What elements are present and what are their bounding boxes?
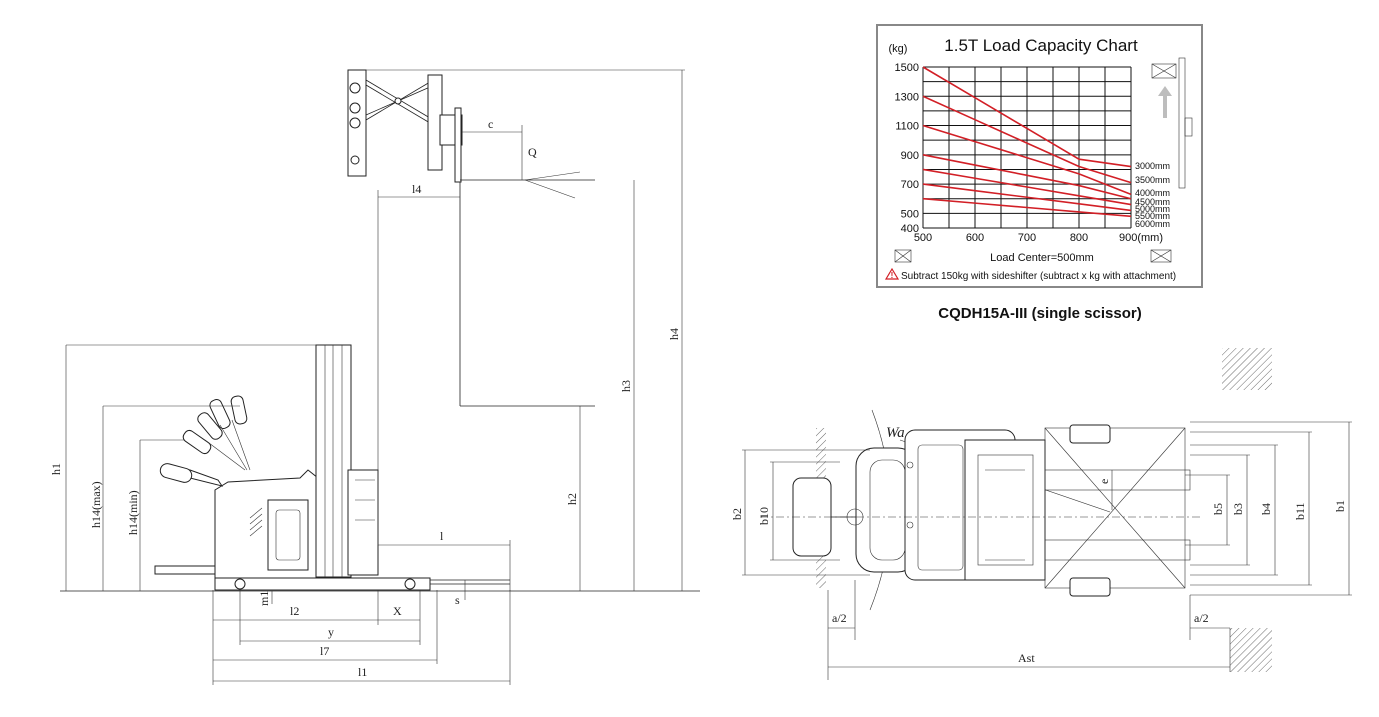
chart-grid xyxy=(922,66,1132,229)
dim-h4: h4 xyxy=(667,328,681,340)
dim-h14-max: h14(max) xyxy=(89,481,103,528)
chassis-panel xyxy=(267,499,309,571)
series-label: 5500mm xyxy=(1135,211,1170,221)
dim-l4: l4 xyxy=(412,182,421,196)
chart-xlabel: Load Center=500mm xyxy=(990,252,1094,264)
dim-m1: m1 xyxy=(257,591,271,606)
series-label: 5000mm xyxy=(1135,204,1170,214)
y-tick-label: 900 xyxy=(901,150,919,162)
warning-icon: ! xyxy=(884,267,900,280)
series-label: 4000mm xyxy=(1135,188,1170,198)
drive-wheel xyxy=(234,578,246,590)
x-tick-label: 500 xyxy=(914,232,932,244)
y-tick-label: 1500 xyxy=(895,62,919,74)
dim-s: s xyxy=(455,593,460,607)
dim-b4: b4 xyxy=(1259,503,1273,515)
pallet-icon-left xyxy=(894,249,912,263)
dim-e: e xyxy=(1097,479,1111,484)
chart-title: 1.5T Load Capacity Chart xyxy=(944,36,1138,55)
chart-ylabel: (kg) xyxy=(889,43,908,55)
model-caption: CQDH15A-III (single scissor) xyxy=(938,305,1141,322)
series-label: 3500mm xyxy=(1135,175,1170,185)
dim-a2-right: a/2 xyxy=(1194,611,1209,625)
dim-b10: b10 xyxy=(757,507,771,525)
dim-y: y xyxy=(328,625,334,639)
dim-ast: Ast xyxy=(1018,651,1035,665)
x-tick-label: 600 xyxy=(966,232,984,244)
y-tick-label: 500 xyxy=(901,208,919,220)
mast xyxy=(315,344,352,578)
y-tick-label: 1300 xyxy=(895,91,919,103)
x-tick-label: 900(mm) xyxy=(1119,232,1163,244)
chart-note: Subtract 150kg with sideshifter (subtrac… xyxy=(901,271,1176,282)
chart-legend: 3000mm 3500mm 4000mm4500mm5000mm5500mm6000… xyxy=(1135,161,1170,229)
dim-b3: b3 xyxy=(1231,503,1245,515)
dim-l1: l1 xyxy=(358,665,367,679)
up-arrow-icon xyxy=(1158,86,1172,118)
dim-l2: l2 xyxy=(290,604,299,618)
chassis-handle xyxy=(275,509,301,561)
dim-q: Q xyxy=(528,145,537,159)
chart-lines xyxy=(922,66,1132,218)
dim-c: c xyxy=(488,117,493,131)
carriage xyxy=(347,469,379,576)
dim-h1: h1 xyxy=(49,463,63,475)
y-tick-label: 700 xyxy=(901,179,919,191)
chart-xticks: 500 600 700 800 900(mm) xyxy=(914,232,1163,244)
dim-wa: Wa xyxy=(886,425,905,441)
dim-h2: h2 xyxy=(565,493,579,505)
dim-l: l xyxy=(440,529,444,543)
dim-b2: b2 xyxy=(730,508,744,520)
dim-l7: l7 xyxy=(320,644,329,658)
fork-top-1 xyxy=(1044,469,1191,491)
svg-text:!: ! xyxy=(891,271,894,280)
y-tick-label: 1100 xyxy=(895,121,919,133)
load-capacity-chart: 1.5T Load Capacity Chart (kg) 1500 1300 11… xyxy=(876,24,1203,288)
x-tick-label: 700 xyxy=(1018,232,1036,244)
tiller-heads xyxy=(182,395,251,471)
dim-b1: b1 xyxy=(1333,500,1347,512)
series-label: 6000mm xyxy=(1135,219,1170,229)
x-tick-label: 800 xyxy=(1070,232,1088,244)
pallet-top xyxy=(1044,427,1186,589)
load-wheel xyxy=(404,578,416,590)
top-view: Wa b2 b10 xyxy=(730,348,1352,680)
pallet-icon-right xyxy=(1150,249,1172,263)
y-tick-label: 400 xyxy=(901,223,919,235)
dim-h14-min: h14(min) xyxy=(126,490,140,535)
raised-scissor-carriage xyxy=(347,69,463,183)
tiller-head-low xyxy=(159,463,193,483)
dim-x: X xyxy=(393,604,402,618)
series-label: 3000mm xyxy=(1135,161,1170,171)
series-label: 4500mm xyxy=(1135,197,1170,207)
dim-b11: b11 xyxy=(1293,502,1307,520)
base-leg xyxy=(214,577,431,591)
dim-b5: b5 xyxy=(1211,503,1225,515)
dim-h3: h3 xyxy=(619,380,633,392)
tiller-arm xyxy=(189,469,224,487)
fork-top-2 xyxy=(1044,539,1191,561)
wall-hatch-top-right xyxy=(1222,348,1272,390)
dim-a2-left: a/2 xyxy=(832,611,847,625)
side-view: c Q l4 h1 h14(max) h14(min) h2 h3 h4 l s xyxy=(49,69,700,685)
operator-platform xyxy=(154,565,216,575)
mast-lift-icon xyxy=(1151,57,1193,189)
wall-hatch-bottom-right xyxy=(1230,628,1272,672)
chart-yticks: 1500 1300 1100 900 700 500 400 xyxy=(895,62,919,235)
